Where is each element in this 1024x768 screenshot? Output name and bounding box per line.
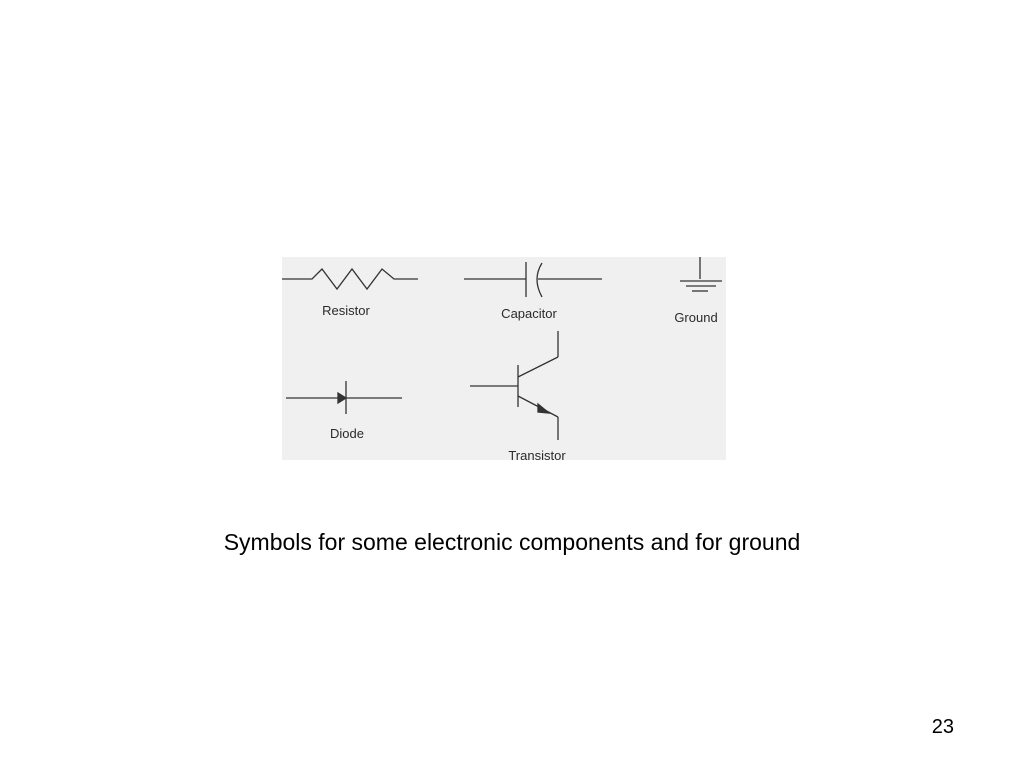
diode-symbol xyxy=(286,381,402,414)
page-number: 23 xyxy=(931,716,954,738)
transistor-symbol xyxy=(470,331,559,440)
caption-text: Symbols for some electronic components a… xyxy=(223,529,801,555)
ground-label: Ground xyxy=(674,310,718,325)
diode-label: Diode xyxy=(330,426,364,441)
symbols-drawing xyxy=(282,257,722,440)
capacitor-symbol xyxy=(464,262,602,298)
ground-symbol xyxy=(680,257,722,292)
capacitor-label: Capacitor xyxy=(501,306,557,321)
figure-caption: Symbols for some electronic components a… xyxy=(0,529,1024,556)
resistor-symbol xyxy=(282,267,418,291)
component-symbols-figure: Resistor Capacitor Ground Diode Transist… xyxy=(282,257,726,463)
resistor-label: Resistor xyxy=(322,303,370,318)
transistor-label: Transistor xyxy=(508,448,566,463)
